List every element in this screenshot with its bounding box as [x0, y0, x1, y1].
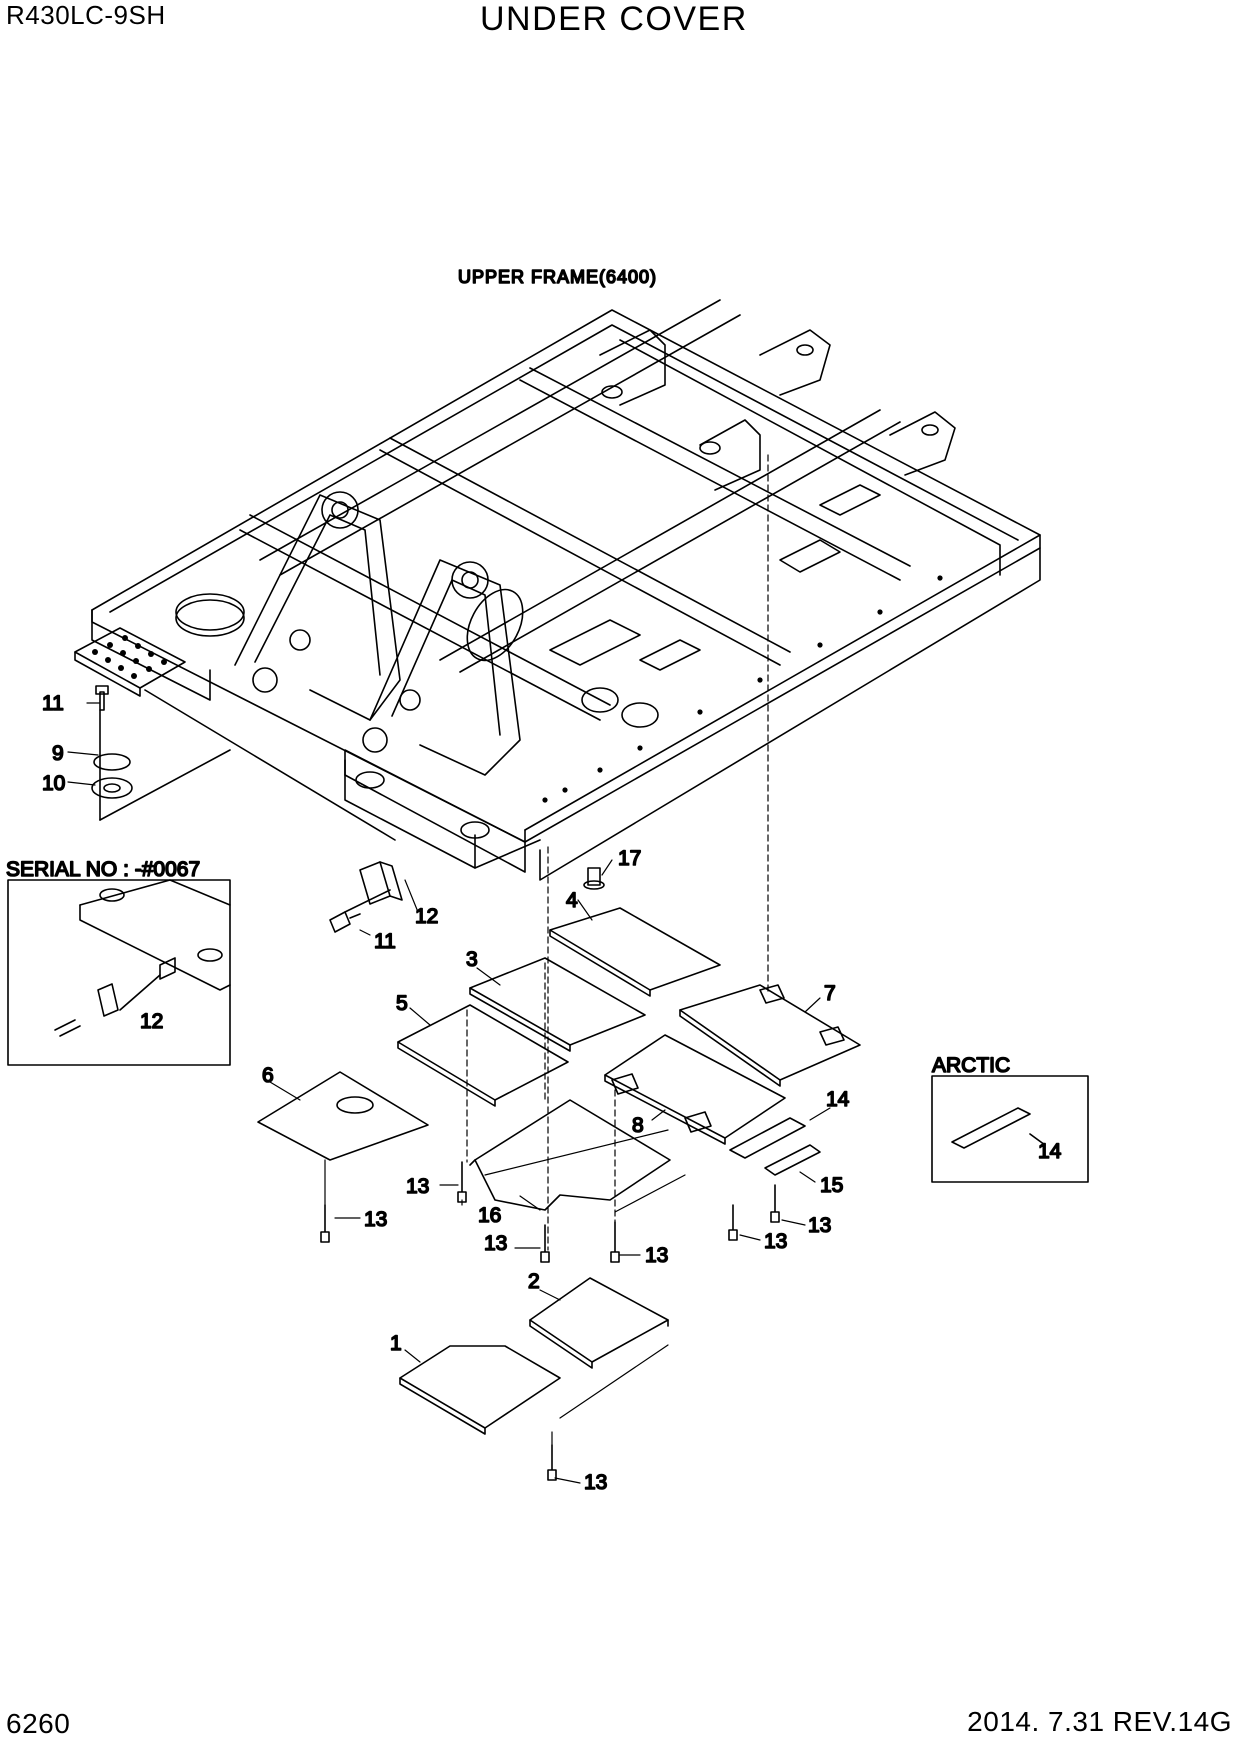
callout-14: 14	[1038, 1140, 1062, 1163]
model-number: R430LC-9SH	[6, 0, 166, 30]
callout-13: 13	[808, 1214, 831, 1237]
callout-5: 5	[396, 992, 408, 1015]
callout-4: 4	[566, 889, 578, 912]
callout-10: 10	[42, 772, 65, 795]
callout-9: 9	[52, 742, 64, 765]
callout-11: 11	[42, 692, 64, 715]
callout-12: 12	[415, 905, 438, 928]
callout-15: 15	[820, 1174, 843, 1197]
leader-lines	[67, 454, 831, 1484]
upper-frame	[74, 299, 1041, 881]
callout-numbers: 11 9 10 12 11 12 17 4 3 5 7 6 8 14 14 15…	[41, 691, 1062, 1495]
callout-13: 13	[406, 1175, 429, 1198]
page-title: UNDER COVER	[480, 0, 748, 38]
arctic-inset	[931, 1075, 1089, 1183]
callout-11: 11	[374, 930, 396, 953]
callout-16: 16	[478, 1204, 501, 1227]
bolts	[320, 867, 780, 1481]
callout-13: 13	[764, 1230, 787, 1253]
callout-17: 17	[618, 847, 641, 870]
revision-date: 2014. 7.31 REV.14G	[967, 1706, 1232, 1737]
serial-inset-label: SERIAL NO : -#0067	[6, 858, 200, 881]
callout-7: 7	[824, 982, 836, 1005]
callout-13: 13	[645, 1244, 668, 1267]
callout-14: 14	[826, 1088, 850, 1111]
callout-13: 13	[484, 1232, 507, 1255]
cover-panels	[257, 907, 861, 1435]
callout-13: 13	[364, 1208, 387, 1231]
callout-2: 2	[528, 1270, 540, 1293]
bolt-washer-stack	[91, 685, 396, 841]
arctic-label: ARCTIC	[932, 1054, 1010, 1077]
callout-3: 3	[466, 948, 478, 971]
upper-frame-label: UPPER FRAME(6400)	[458, 267, 657, 287]
callout-13: 13	[584, 1471, 607, 1494]
callout-1: 1	[390, 1332, 402, 1355]
callout-6: 6	[262, 1064, 274, 1087]
callout-8: 8	[632, 1114, 644, 1137]
page-number: 6260	[6, 1708, 71, 1739]
callout-12: 12	[140, 1010, 163, 1033]
clip-and-bolt	[329, 861, 403, 933]
serial-number-inset	[7, 879, 231, 1066]
